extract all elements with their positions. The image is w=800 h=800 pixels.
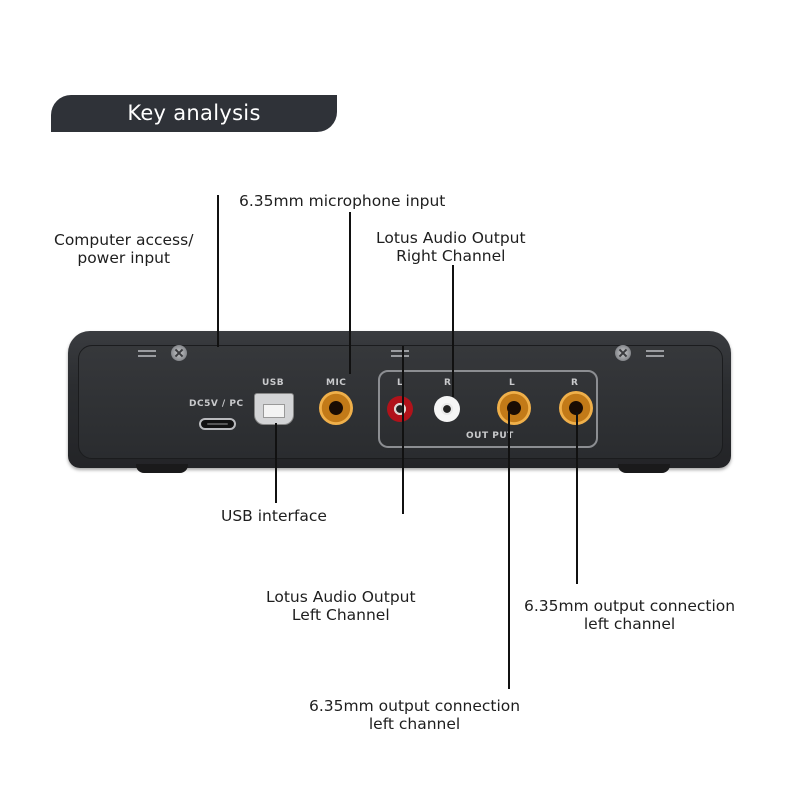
leader-lotus-left <box>402 346 404 514</box>
vent-slot-middle <box>391 350 409 357</box>
rca-right-label: R <box>444 378 452 388</box>
jack-left-label: L <box>509 378 516 388</box>
label-computer-access: Computer access/ power input <box>54 231 194 267</box>
usb-b-port-icon <box>254 393 294 425</box>
label-lotus-right: Lotus Audio Output Right Channel <box>376 229 526 265</box>
device-foot-left <box>136 464 188 473</box>
screw-left-icon <box>171 345 187 361</box>
header-banner: Key analysis <box>51 95 337 132</box>
usb-c-port-icon <box>199 418 236 430</box>
rca-left-label: L <box>397 378 404 388</box>
leader-output-left-jack <box>508 412 510 689</box>
leader-output-right-jack <box>576 412 578 584</box>
label-usb-interface: USB interface <box>221 507 327 525</box>
label-mic-input: 6.35mm microphone input <box>239 192 446 210</box>
rca-right-white-icon <box>434 396 460 422</box>
vent-slot-left <box>138 350 156 357</box>
device-foot-right <box>618 464 670 473</box>
vent-slot-right <box>646 350 664 357</box>
label-lotus-left: Lotus Audio Output Left Channel <box>266 588 416 624</box>
leader-lotus-right <box>452 265 454 397</box>
usb-port-label: USB <box>262 378 285 388</box>
dc-port-label: DC5V / PC <box>189 399 244 409</box>
leader-computer-access <box>217 195 219 347</box>
label-output-left-jack: 6.35mm output connection left channel <box>309 697 521 733</box>
header-title: Key analysis <box>127 101 261 125</box>
mic-jack-icon <box>319 391 353 425</box>
screw-right-icon <box>615 345 631 361</box>
leader-mic-input <box>349 212 351 374</box>
jack-right-label: R <box>571 378 579 388</box>
leader-usb-interface <box>275 423 277 503</box>
rca-left-red-icon <box>387 396 413 422</box>
label-output-right-jack: 6.35mm output connection left channel <box>524 597 736 633</box>
output-group-frame <box>378 370 598 448</box>
mic-port-label: MIC <box>326 378 347 388</box>
output-jack-left-icon <box>497 391 531 425</box>
output-group-label: OUT PUT <box>466 431 514 441</box>
